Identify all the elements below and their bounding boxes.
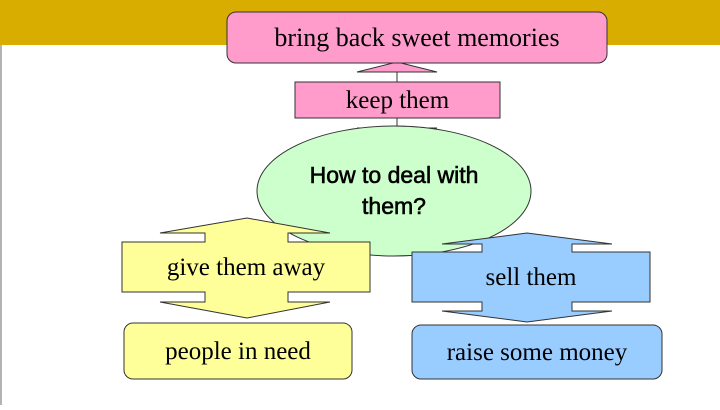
raise-some-money-box [411,324,663,380]
give-them-away-arrow [121,217,371,319]
people-in-need-box [123,322,353,380]
bring-back-sweet-memories-box [226,11,608,64]
center-question-ellipse [256,125,532,257]
sell-them-arrow [411,232,651,323]
